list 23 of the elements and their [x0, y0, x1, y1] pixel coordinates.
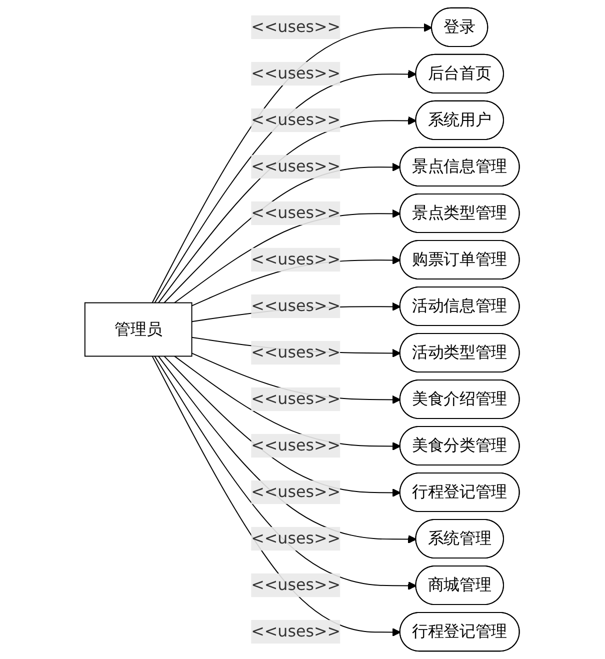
edge-label: <<uses>> — [252, 389, 341, 408]
edge-label: <<uses>> — [252, 17, 341, 36]
edge-label: <<uses>> — [252, 622, 341, 641]
edge-label: <<uses>> — [252, 575, 341, 594]
edge-label: <<uses>> — [252, 296, 341, 316]
arrow — [154, 70, 417, 304]
edge-label: <<uses>> — [252, 436, 341, 455]
edge-label: <<uses>> — [252, 203, 341, 222]
arrow — [158, 356, 417, 544]
arrow — [164, 162, 402, 304]
edge-label: <<uses>> — [252, 528, 341, 548]
edge-label: <<uses>> — [252, 156, 341, 176]
arrow — [154, 356, 417, 590]
arrow — [174, 209, 402, 304]
arrow — [158, 116, 417, 304]
edge-label: <<uses>> — [252, 64, 341, 83]
edge-label: <<uses>> — [252, 250, 341, 269]
arrow — [174, 356, 402, 451]
arrow — [164, 356, 402, 498]
edge-label: <<uses>> — [252, 110, 341, 130]
node-box: 管理员 — [84, 302, 193, 357]
edge-label: <<uses>> — [252, 342, 341, 362]
edge-label: <<uses>> — [252, 482, 341, 502]
